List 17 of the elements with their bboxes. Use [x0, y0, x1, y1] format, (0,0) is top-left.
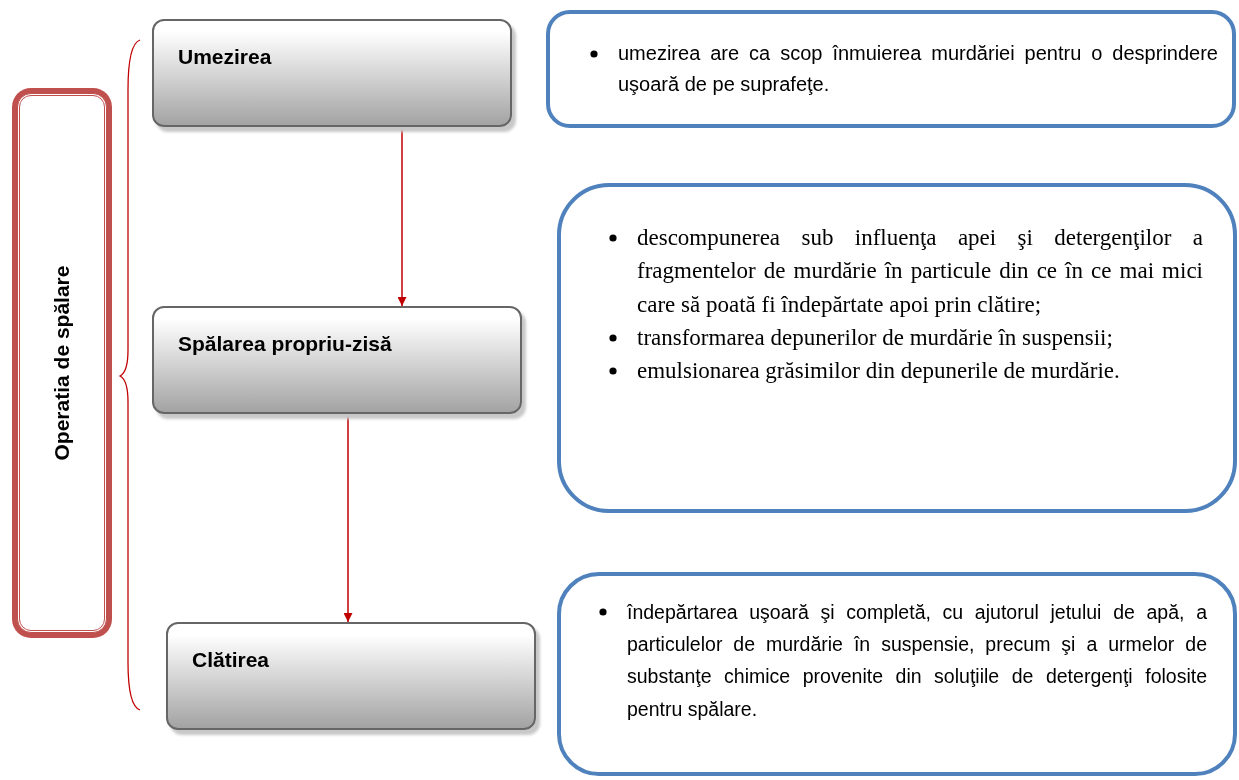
description-box — [557, 572, 1237, 776]
process-step-box — [166, 622, 536, 730]
arrow — [343, 413, 353, 623]
bullet-text: îndepărtarea uşoară şi completă, cu ajutorul jetului de apă, a particulelor de murdărie în suspensie, precum şi a urmelor de substanţe chimice provenite din soluţiile de detergenţi folosite pentru spălare. — [561, 596, 1207, 725]
vertical-label: Operatia de spălare — [50, 265, 74, 461]
step-title: Spălarea propriu-zisă — [178, 332, 392, 356]
description-box — [546, 10, 1236, 128]
arrow — [397, 126, 407, 307]
description-box — [557, 183, 1237, 513]
step-title: Clătirea — [192, 648, 270, 672]
bullet-text: transformarea depunerilor de murdărie în suspensii; — [561, 321, 1203, 355]
bullet-text: descompunerea sub influenţa apei şi detergenţilor a fragmentelor de murdărie în particule din ce în ce mai mici care să poată fi îndepărtate apoi prin clătire; — [561, 221, 1203, 322]
bullet-text: umezirea are ca scop înmuierea murdăriei pentru o desprindere uşoară de pe suprafeţe. — [550, 38, 1218, 100]
bullet-text: emulsionarea grăsimilor din depunerile de murdărie. — [561, 354, 1203, 388]
step-title: Umezirea — [178, 45, 272, 69]
process-step-box — [152, 306, 522, 414]
process-step-box — [152, 19, 512, 127]
